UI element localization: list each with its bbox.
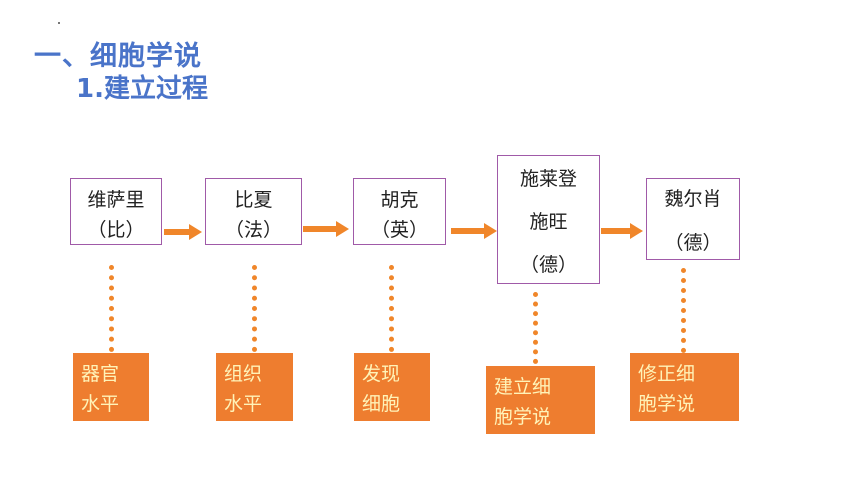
contribution-text: 组织	[224, 363, 263, 385]
scientist-box-virchow: 魏尔肖 （德）	[646, 178, 740, 260]
scientist-name: 维萨里	[87, 189, 145, 211]
contribution-text: 建立细	[494, 376, 552, 398]
decorative-dot	[58, 22, 60, 24]
contribution-text: 发现	[362, 363, 401, 385]
contribution-text: 胞学说	[638, 393, 696, 415]
dotted-connector	[533, 292, 538, 364]
flow-arrow	[303, 221, 349, 237]
scientist-box-vesalius: 维萨里 （比）	[70, 178, 162, 245]
dotted-connector	[389, 265, 394, 352]
contribution-box-discover-cell: 发现 细胞	[354, 353, 430, 421]
contribution-text: 细胞	[362, 393, 401, 415]
scientist-nationality: （德）	[664, 232, 722, 254]
scientist-nationality: （德）	[519, 254, 577, 276]
contribution-text: 水平	[81, 393, 120, 415]
contribution-text: 胞学说	[494, 406, 552, 428]
scientist-box-hooke: 胡克 （英）	[353, 178, 446, 245]
flow-arrow	[451, 223, 497, 239]
contribution-text: 器官	[81, 363, 120, 385]
dotted-connector	[681, 268, 686, 353]
contribution-box-establish-theory: 建立细 胞学说	[486, 366, 595, 434]
subsection-title: 1.建立过程	[76, 74, 208, 104]
scientist-name: 比夏	[234, 189, 273, 211]
scientist-name-1: 施莱登	[519, 168, 577, 190]
flow-arrow	[601, 223, 643, 239]
scientist-nationality: （英）	[370, 219, 428, 241]
contribution-box-tissue-level: 组织 水平	[216, 353, 293, 421]
contribution-box-revise-theory: 修正细 胞学说	[630, 353, 739, 421]
scientist-box-bichat: 比夏 （法）	[205, 178, 302, 245]
section-title: 一、细胞学说	[34, 41, 202, 72]
dotted-connector	[252, 265, 257, 352]
scientist-name: 魏尔肖	[664, 188, 722, 210]
scientist-name-2: 施旺	[529, 211, 568, 233]
contribution-text: 修正细	[638, 363, 696, 385]
contribution-text: 水平	[224, 393, 263, 415]
contribution-box-organ-level: 器官 水平	[73, 353, 149, 421]
scientist-nationality: （法）	[224, 219, 282, 241]
scientist-name: 胡克	[380, 189, 419, 211]
flow-arrow	[164, 224, 202, 240]
scientist-box-schleiden-schwann: 施莱登 施旺 （德）	[497, 155, 600, 284]
dotted-connector	[109, 265, 114, 352]
scientist-nationality: （比）	[87, 219, 145, 241]
